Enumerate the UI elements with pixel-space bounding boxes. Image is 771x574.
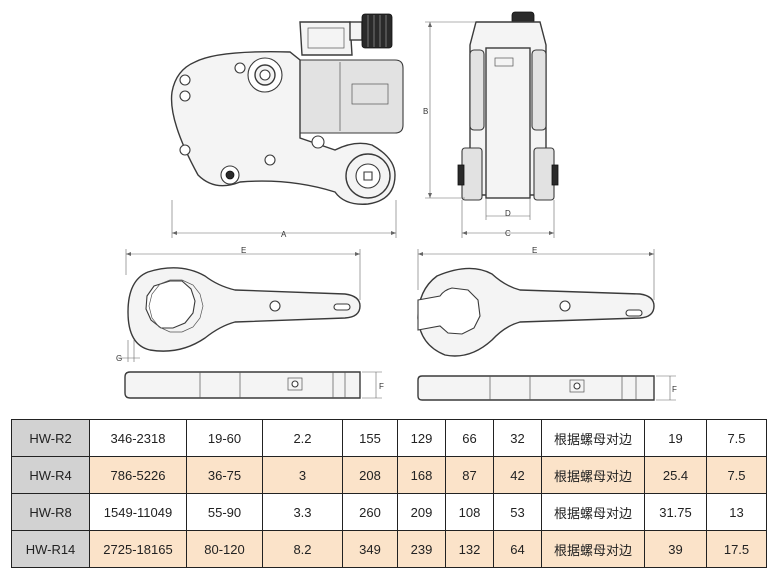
dimension-label-e-right: E [532,246,537,255]
table-cell: 2725-18165 [89,530,187,568]
dimension-f-left: F [362,371,384,399]
table-cell: 55-90 [186,493,263,531]
model-cell: HW-R14 [11,530,90,568]
table-cell: 13 [706,493,767,531]
table-cell: 3.3 [262,493,343,531]
table-cell: 3 [262,456,343,494]
dimension-e-right: E [417,246,655,300]
closed-ring-side-profile [124,371,361,399]
table-cell: 168 [397,456,446,494]
table-cell: 53 [493,493,542,531]
table-cell: 108 [445,493,494,531]
dimension-f-right: F [656,375,677,401]
table-cell: 786-5226 [89,456,187,494]
table-cell: 根据螺母对边 [541,530,645,568]
closed-ring-reaction-arm [127,267,361,352]
model-cell: HW-R2 [11,419,90,457]
table-cell: 260 [342,493,398,531]
table-cell: 155 [342,419,398,457]
dimension-a: A [171,200,397,239]
dimension-label-f-right: F [672,385,677,394]
table-cell: 129 [397,419,446,457]
table-cell: 7.5 [706,456,767,494]
table-cell: 17.5 [706,530,767,568]
model-cell: HW-R4 [11,456,90,494]
dimension-label-d: D [505,209,511,218]
swivel-coupler-icon [361,13,393,49]
table-cell: 349 [342,530,398,568]
model-cell: HW-R8 [11,493,90,531]
dimension-label-e-left: E [241,246,246,255]
table-cell: 208 [342,456,398,494]
table-cell: 31.75 [644,493,707,531]
table-cell: 7.5 [706,419,767,457]
wrench-side-view [170,13,404,205]
open-ring-side-profile [417,375,655,401]
dimension-b: B [423,21,475,199]
table-cell: 根据螺母对边 [541,419,645,457]
table-cell: 39 [644,530,707,568]
table-cell: 64 [493,530,542,568]
table-cell: 25.4 [644,456,707,494]
wrench-front-view [457,11,559,201]
open-ring-reaction-arm [417,267,655,357]
table-cell: 根据螺母对边 [541,493,645,531]
dimension-label-f-left: F [379,382,384,391]
table-cell: 根据螺母对边 [541,456,645,494]
table-cell: 2.2 [262,419,343,457]
table-cell: 132 [445,530,494,568]
dimension-e-left: E [125,246,361,300]
table-cell: 19-60 [186,419,263,457]
table-cell: 239 [397,530,446,568]
dimension-d: D [485,198,531,220]
table-cell: 19 [644,419,707,457]
table-cell: 8.2 [262,530,343,568]
table-cell: 346-2318 [89,419,187,457]
table-cell: 36-75 [186,456,263,494]
dimension-g: G [116,340,140,363]
dimension-label-a: A [281,230,287,239]
dimension-label-c: C [505,229,511,238]
technical-drawing: A B D C [116,11,677,401]
dimension-c: C [461,200,555,238]
dimension-label-b: B [423,107,428,116]
table-cell: 42 [493,456,542,494]
table-cell: 209 [397,493,446,531]
dimension-label-g: G [116,354,122,363]
table-cell: 1549-11049 [89,493,187,531]
table-cell: 66 [445,419,494,457]
table-cell: 32 [493,419,542,457]
table-cell: 80-120 [186,530,263,568]
table-cell: 87 [445,456,494,494]
